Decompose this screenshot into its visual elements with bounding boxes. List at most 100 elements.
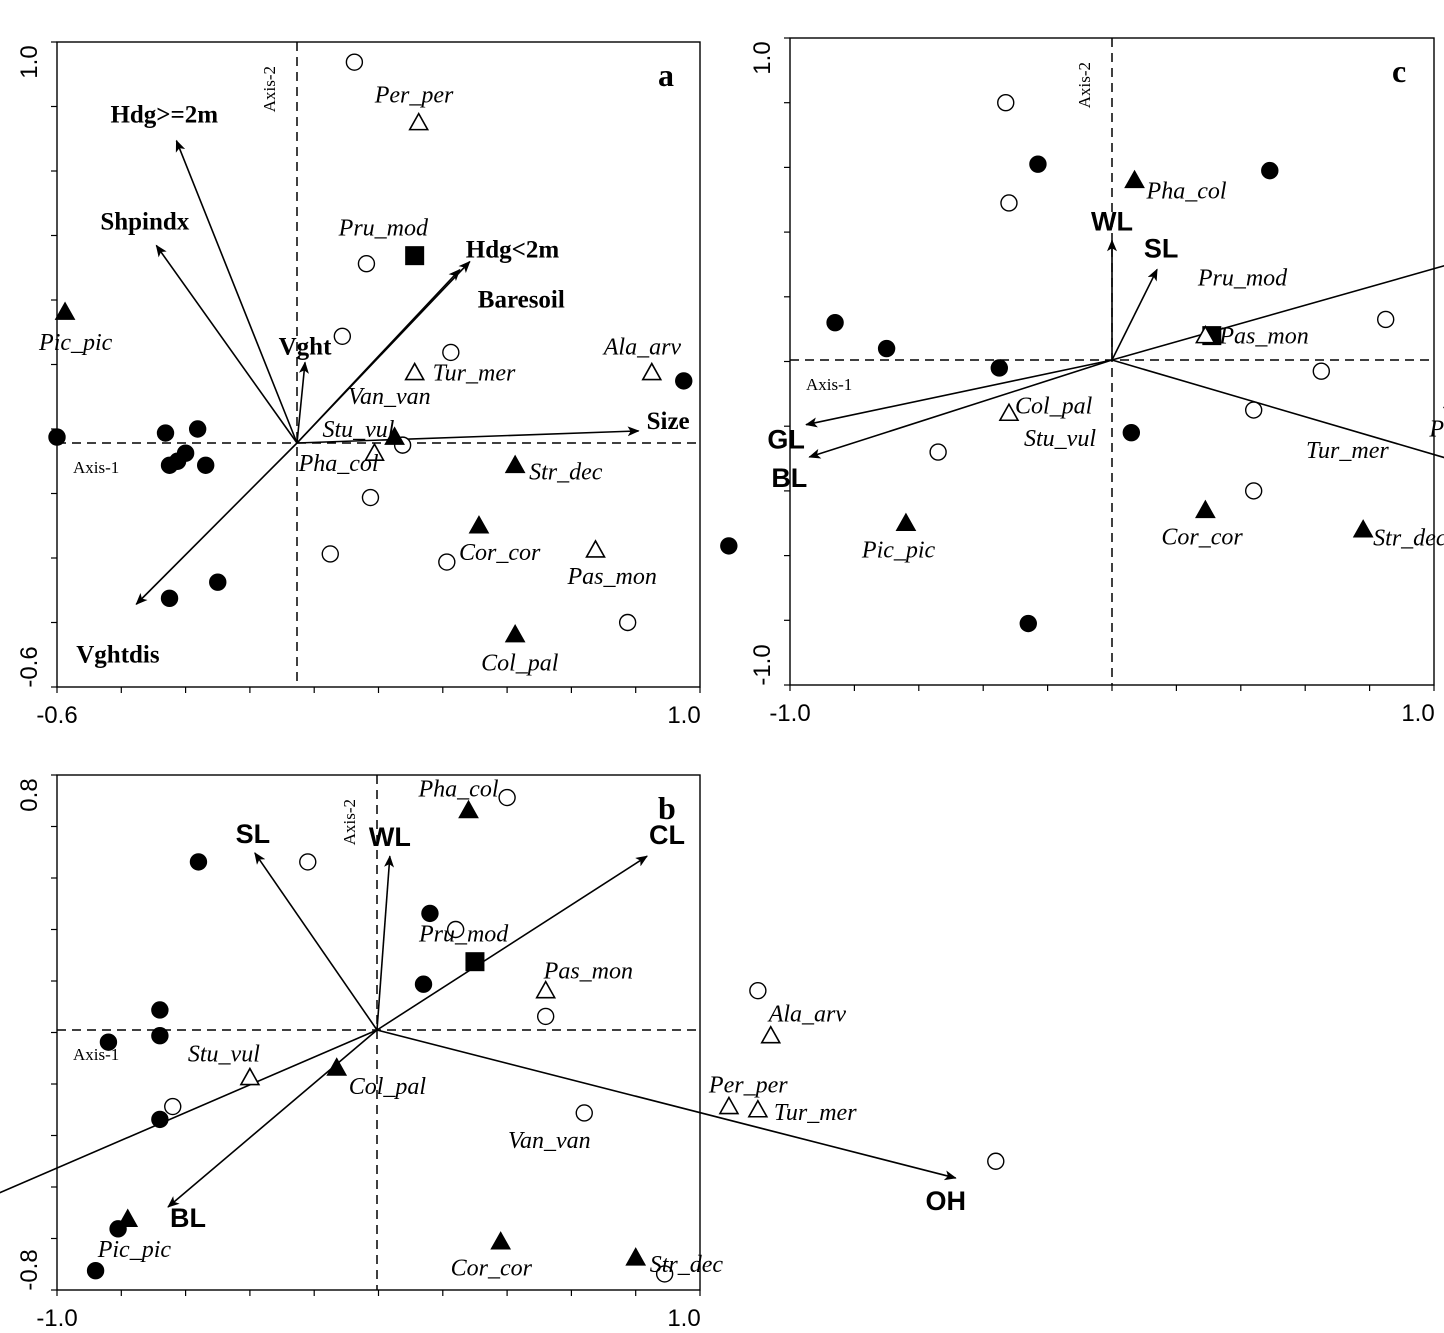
species-str-dec-label: Str_dec [650, 1252, 724, 1278]
filled-site-point-2 [414, 975, 433, 993]
filled-site-point-4 [99, 1033, 118, 1051]
filled-site-point-4 [675, 372, 693, 390]
species-pic-pic-label: Pic_pic [861, 537, 936, 563]
filled-site-point-5 [151, 1027, 169, 1045]
species-tur-mer-marker [747, 1099, 769, 1118]
species-ala-arv-label: Ala_arv [767, 1002, 847, 1028]
panel-b: -1.01.00.8-0.8Axis-1Axis-2bWLSLCLGLBLOHP… [0, 774, 1005, 1332]
vector-vght-arrow [296, 361, 309, 444]
panel-b-y-tick-label-max: 0.8 [16, 778, 43, 811]
panel-c-axis1-name: Axis-1 [806, 375, 852, 394]
species-str-dec-marker [625, 1247, 647, 1266]
species-ala-arv-label: Ala_arv [602, 335, 682, 361]
filled-site-point-2 [826, 313, 844, 332]
species-col-pal-marker [504, 623, 526, 643]
vector-baresoil-arrow [296, 268, 461, 444]
vector-hdg2m-arrow [175, 139, 298, 444]
species-cor-cor-marker [1195, 499, 1216, 519]
vector-cl-arrow [376, 855, 648, 1031]
open-site-point-5 [1244, 401, 1263, 419]
vector-bl-label: BL [170, 1203, 206, 1233]
species-stu-vul-label: Stu_vul [1024, 426, 1096, 452]
open-site-point-8 [655, 1265, 674, 1283]
panel-a-x-tick-label-min: -0.6 [36, 702, 77, 729]
open-site-point-0 [997, 93, 1015, 112]
vector-size-label: Size [647, 408, 690, 435]
species-pic-pic-label: Pic_pic [38, 330, 113, 356]
species-tur-mer-label: Tur_mer [1306, 438, 1389, 464]
filled-site-point-7 [160, 589, 179, 608]
filled-site-point-0 [189, 853, 208, 871]
vector-cl-label: CL [649, 820, 685, 850]
vector-oh-arrow [376, 1029, 957, 1181]
open-site-point-4 [536, 1007, 555, 1026]
filled-site-point-8 [1019, 614, 1037, 633]
vector-oh-label: OH [925, 1186, 966, 1216]
filled-site-point-6 [1122, 423, 1141, 442]
species-pha-col-label: Pha_col [418, 776, 499, 802]
species-pru-mod-marker [405, 246, 425, 266]
filled-site-point-1 [156, 424, 175, 442]
open-site-point-6 [321, 545, 339, 563]
vector-hdg2m-label: Hdg<2m [466, 237, 560, 264]
vector-bl-label: BL [771, 463, 807, 493]
filled-site-point-1 [1261, 161, 1279, 180]
panel-a-letter: a [658, 57, 674, 93]
open-site-point-3 [749, 981, 767, 1000]
species-col-pal-marker [326, 1057, 348, 1076]
vector-vght-label: Vght [279, 333, 332, 360]
filled-site-point-0 [48, 428, 66, 446]
species-pic-pic-label: Pic_pic [97, 1237, 172, 1263]
vector-sl-arrow [254, 852, 378, 1031]
filled-site-point-6 [151, 1110, 169, 1129]
species-pas-mon-label: Pas_mon [543, 959, 633, 985]
panel-a-x-tick-label-max: 1.0 [667, 702, 700, 729]
vector-hdg2m-label: Hdg>=2m [110, 102, 218, 129]
vector-gl-label: GL [767, 425, 805, 455]
panel-c-letter: c [1392, 53, 1406, 89]
panel-a-axis2-name: Axis-2 [260, 66, 279, 112]
panel-b-x-tick-label-max: 1.0 [667, 1305, 700, 1332]
vector-baresoil-label: Baresoil [478, 287, 565, 314]
species-tur-mer-label: Tur_mer [774, 1100, 857, 1126]
open-site-point-8 [1244, 482, 1263, 500]
species-tur-mer-label: Tur_mer [433, 361, 516, 387]
vector-wl-arrow [376, 855, 395, 1031]
open-site-point-3 [442, 343, 460, 362]
species-van-van-label: Van_van [348, 384, 431, 410]
panel-a-y-tick-label-max: 1.0 [16, 45, 43, 78]
filled-site-point-2 [188, 420, 207, 438]
open-site-point-1 [1000, 194, 1018, 212]
species-pru-mod-label: Pru_mod [418, 922, 509, 948]
filled-site-point-8 [86, 1261, 105, 1280]
vector-shpindx-arrow [155, 244, 298, 444]
species-stu-vul-label: Stu_vul [322, 417, 394, 443]
vector-size-arrow [296, 426, 640, 444]
vector-shpindx-label: Shpindx [100, 208, 189, 235]
species-col-pal-marker [998, 402, 1020, 422]
panel-c-x-tick-label-max: 1.0 [1401, 700, 1434, 727]
species-cor-cor-label: Cor_cor [1161, 524, 1243, 550]
open-site-point-0 [345, 53, 364, 71]
species-pru-mod-marker [465, 952, 485, 972]
panel-a-axis1-name: Axis-1 [73, 458, 119, 477]
vector-bl-arrow [808, 359, 1113, 459]
open-site-point-5 [361, 488, 380, 507]
open-site-point-2 [333, 327, 352, 345]
vector-sl-label: SL [236, 819, 271, 849]
species-col-pal-label: Col_pal [481, 651, 559, 677]
vector-bl-arrow [167, 1029, 378, 1208]
species-per-per-label: Per_per [374, 83, 454, 109]
open-site-point-5 [164, 1097, 182, 1116]
vector-vghtdis-label: Vghtdis [76, 641, 160, 668]
vector-wl-label: WL [369, 822, 411, 852]
species-pha-col-label: Pha_col [298, 451, 379, 477]
species-col-pal-label: Col_pal [1015, 393, 1093, 419]
filled-site-point-0 [1029, 155, 1047, 173]
vector-gl-arrow [805, 359, 1113, 428]
species-pru-mod-label: Pru_mod [1197, 266, 1288, 292]
panel-c-y-tick-label-min: -1.0 [749, 644, 776, 685]
open-site-point-6 [575, 1104, 593, 1122]
species-cor-cor-label: Cor_cor [459, 540, 541, 566]
open-site-point-6 [929, 443, 947, 461]
